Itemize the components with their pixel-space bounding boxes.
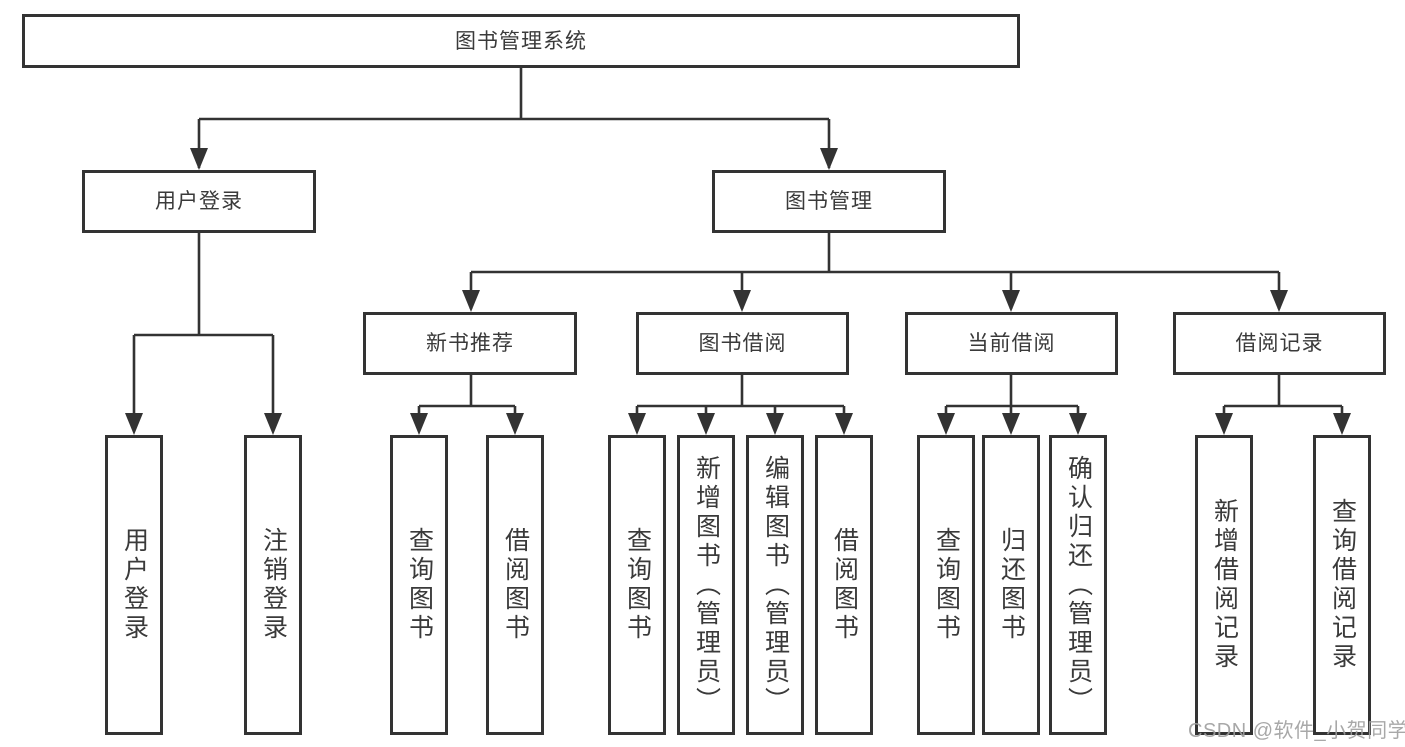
leaf-logout: 注销登录: [244, 435, 302, 735]
leaf-add-borrow-record: 新增借阅记录: [1195, 435, 1253, 735]
leaf-return-books: 归还图书: [982, 435, 1040, 735]
leaf-borrow-books: 借阅图书: [815, 435, 873, 735]
leaf-query-books-current: 查询图书: [917, 435, 975, 735]
leaf-query-borrow-record: 查询借阅记录: [1313, 435, 1371, 735]
leaf-edit-books-admin: 编辑图书（管理员）: [746, 435, 804, 735]
node-borrow-records: 借阅记录: [1173, 312, 1386, 375]
node-book-management: 图书管理: [712, 170, 946, 233]
leaf-borrow-books-recommend: 借阅图书: [486, 435, 544, 735]
csdn-watermark: CSDN @软件_小贺同学: [1188, 720, 1405, 742]
leaf-confirm-return-admin: 确认归还（管理员）: [1049, 435, 1107, 735]
node-book-borrow: 图书借阅: [636, 312, 849, 375]
leaf-query-books-recommend: 查询图书: [390, 435, 448, 735]
leaf-user-login: 用户登录: [105, 435, 163, 735]
leaf-query-books-borrow: 查询图书: [608, 435, 666, 735]
leaf-add-books-admin: 新增图书（管理员）: [677, 435, 735, 735]
node-user-login: 用户登录: [82, 170, 316, 233]
node-root-system: 图书管理系统: [22, 14, 1020, 68]
node-new-book-recommend: 新书推荐: [363, 312, 577, 375]
node-current-borrow: 当前借阅: [905, 312, 1118, 375]
